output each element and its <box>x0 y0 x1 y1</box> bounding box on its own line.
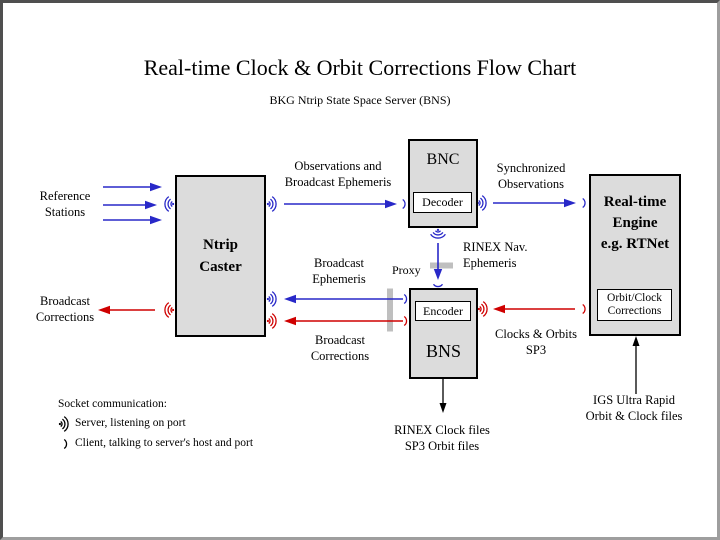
ntrip-caster-box: Ntrip Caster <box>175 175 266 337</box>
bns-label: BNS <box>425 341 461 361</box>
legend-client-socket-icon <box>63 438 68 450</box>
bns-to-files-arrow <box>439 379 447 413</box>
bns-to-caster-ephemeris-arrow <box>284 293 408 305</box>
ntrip-caster-label: Ntrip Caster <box>199 237 242 275</box>
proxy-bar-vertical <box>387 288 393 332</box>
bns-top-client-socket-icon <box>432 283 444 288</box>
arrow-head <box>145 200 157 210</box>
arrow-head <box>385 199 397 209</box>
arrow-head <box>284 294 296 304</box>
rtnet-box: Real-time Engine e.g. RTNet Orbit/Clock … <box>589 174 681 336</box>
page-title: Real-time Clock & Orbit Corrections Flow… <box>143 55 577 80</box>
encoder-label: Encoder <box>423 303 463 318</box>
decoder-server-socket-icon <box>478 195 487 211</box>
proxy-label: Proxy <box>392 263 421 277</box>
encoder-server-socket-icon <box>479 301 488 317</box>
decoder-box: Decoder <box>413 192 472 213</box>
bns-client-socket-icon <box>403 315 408 327</box>
rtnet-client-socket-icon <box>582 303 586 315</box>
bns-client-socket-icon <box>403 293 408 305</box>
broadcast-corrections-out-label: Broadcast Corrections <box>35 294 95 324</box>
observations-broadcast-ephemeris-label: Observations and Broadcast Ephemeris <box>284 159 392 189</box>
page-subtitle: BKG Ntrip State Space Server (BNS) <box>269 93 451 107</box>
legend-server-socket-icon <box>58 416 69 432</box>
reference-stations-label: Reference Stations <box>39 189 91 219</box>
bnc-to-bns-arrow <box>430 228 446 288</box>
bnc-client-socket-icon <box>402 198 406 210</box>
bnc-to-rtnet-arrow <box>476 195 586 211</box>
orbit-clock-corrections-label: Orbit/Clock Corrections <box>607 291 662 318</box>
caster-corr-server-socket-icon <box>164 302 175 318</box>
bnc-bottom-server-socket-icon <box>430 230 446 239</box>
orbit-clock-corrections-box: Orbit/Clock Corrections <box>597 289 672 321</box>
caster-obs-server-socket-icon <box>164 196 175 212</box>
arrow-head <box>433 269 443 280</box>
legend-server-label: Server, listening on port <box>75 417 186 429</box>
arrow-head <box>439 403 447 413</box>
bns-box: Encoder BNS <box>409 288 478 379</box>
arrow-head <box>632 336 640 346</box>
bnc-box: BNC Decoder <box>408 139 478 228</box>
synchronized-observations-label: Synchronized Observations <box>496 161 566 191</box>
broadcast-corrections-in-label: Broadcast Corrections <box>310 333 370 363</box>
caster-to-bnc-server-socket-icon <box>266 196 277 212</box>
arrow-head <box>564 198 576 208</box>
bnc-label: BNC <box>426 151 460 168</box>
arrow-head <box>150 215 162 225</box>
broadcast-ephemeris-in-label: Broadcast Ephemeris <box>312 256 366 286</box>
rtnet-client-socket-icon <box>582 197 586 209</box>
bns-to-caster-corrections-arrow <box>284 315 408 327</box>
rinex-nav-ephemeris-label: RINEX Nav. Ephemeris <box>463 240 528 270</box>
rtnet-label: Real-time Engine e.g. RTNet <box>600 194 670 252</box>
igs-to-rtnet-arrow <box>632 336 640 394</box>
caster-ephemeris-server-socket-icon <box>266 291 277 307</box>
arrow-head <box>493 304 505 314</box>
caster-corrections-server-socket-icon <box>266 313 277 329</box>
clocks-orbits-sp3-label: Clocks & Orbits SP3 <box>495 327 577 357</box>
igs-ultra-rapid-label: IGS Ultra Rapid Orbit & Clock files <box>585 393 683 423</box>
proxy-bar-horizontal <box>430 262 453 269</box>
decoder-label: Decoder <box>422 195 463 209</box>
reference-stations-arrows <box>103 182 162 225</box>
legend-client-label: Client, talking to server's host and por… <box>75 437 254 449</box>
rtnet-to-bns-arrow <box>477 301 586 317</box>
arrow-head <box>150 182 162 192</box>
rinex-clock-files-label: RINEX Clock files SP3 Orbit files <box>394 423 490 453</box>
legend-title: Socket communication: <box>58 398 167 410</box>
caster-to-bnc-arrow <box>284 198 406 210</box>
encoder-box: Encoder <box>415 301 471 321</box>
arrow-head <box>284 316 296 326</box>
